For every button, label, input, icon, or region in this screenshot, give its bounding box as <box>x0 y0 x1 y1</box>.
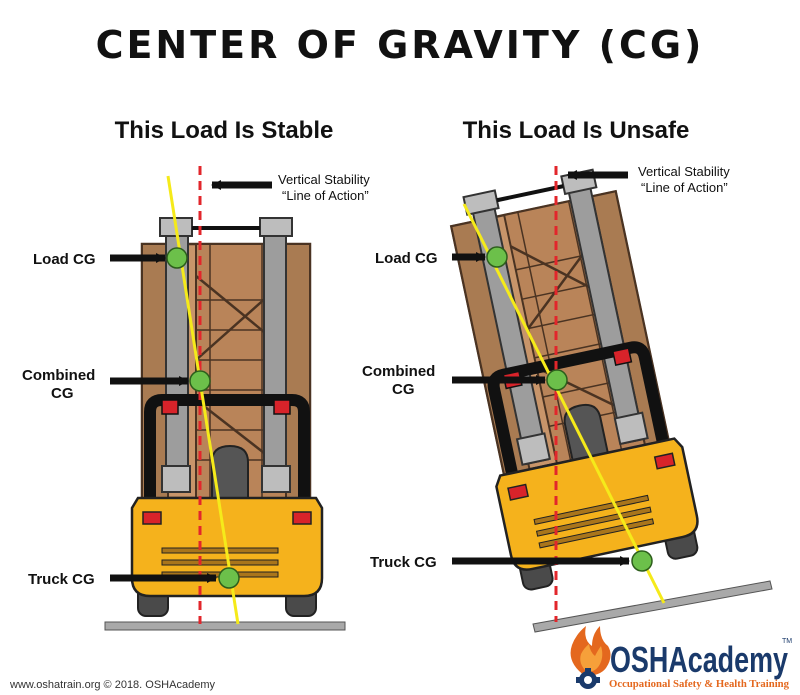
stable-load-cg-label: Load CG <box>33 251 96 268</box>
unsafe-truck-cg-marker <box>631 550 653 572</box>
logo-tagline: Occupational Safety & Health Training <box>609 679 790 690</box>
unsafe-combined-cg-marker <box>546 369 568 391</box>
unsafe-panel: Load CG Combined CG Truck CG Vertical St… <box>362 163 773 633</box>
logo-name: OSHAcademy <box>610 639 788 680</box>
unsafe-gravity-line <box>462 203 666 604</box>
unsafe-load-cg-marker <box>486 246 508 268</box>
unsafe-line-of-action-text-2: “Line of Action” <box>641 180 728 195</box>
unsafe-load-cg-label: Load CG <box>375 250 438 267</box>
stable-panel: Load CG Combined CG Truck CG Vertical St… <box>22 166 370 631</box>
flame-icon <box>570 626 611 676</box>
logo-trademark: TM <box>782 638 792 645</box>
oshacademy-logo: OSHAcademy TM Occupational Safety & Heal… <box>570 626 792 690</box>
footer-credit: www.oshatrain.org © 2018. OSHAcademy <box>9 679 215 691</box>
unsafe-truck-cg-label: Truck CG <box>370 554 437 571</box>
stable-load-cg-marker <box>166 247 188 269</box>
unsafe-ground <box>532 580 773 633</box>
stable-ground <box>104 621 346 631</box>
stable-combined-cg-label-line2: CG <box>51 385 74 402</box>
unsafe-combined-cg-label-line2: CG <box>392 381 415 398</box>
stable-truck-cg-marker <box>218 567 240 589</box>
gear-icon <box>576 668 600 689</box>
stable-combined-cg-marker <box>189 370 211 392</box>
main-title: CENTER OF GRAVITY (CG) <box>96 23 705 67</box>
stable-line-of-action-text-2: “Line of Action” <box>282 188 369 203</box>
unsafe-line-of-action-text-1: Vertical Stability <box>638 164 730 179</box>
stable-line-of-action-text-1: Vertical Stability <box>278 172 370 187</box>
unsafe-panel-title: This Load Is Unsafe <box>463 117 690 144</box>
stable-combined-cg-label-line1: Combined <box>22 367 95 384</box>
stable-panel-title: This Load Is Stable <box>115 117 334 144</box>
stable-truck-cg-label: Truck CG <box>28 571 95 588</box>
unsafe-combined-cg-label-line1: Combined <box>362 363 435 380</box>
